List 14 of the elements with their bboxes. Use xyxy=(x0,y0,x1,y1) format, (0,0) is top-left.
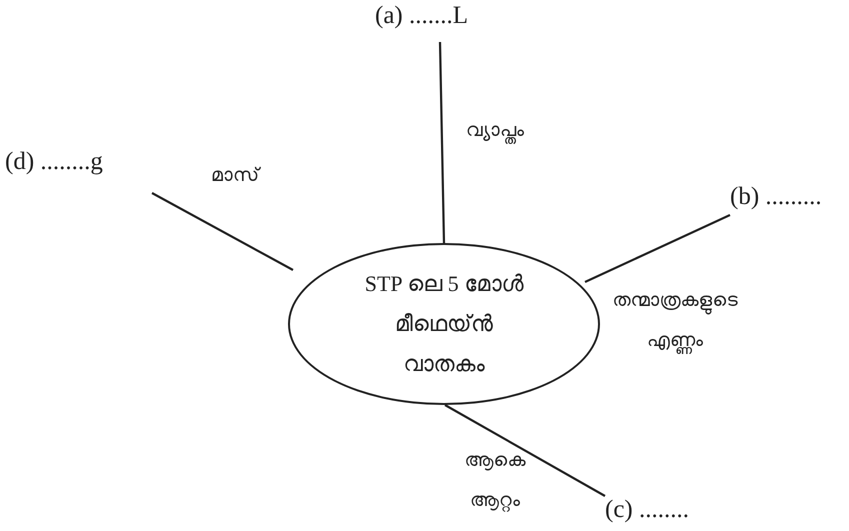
connector-line xyxy=(438,42,446,244)
edge-label: വ്യാപ്തം xyxy=(440,110,550,150)
blank-answer: (b) ......... xyxy=(730,183,847,217)
concept-ellipse xyxy=(288,243,600,405)
blank-answer: (c) ........ xyxy=(605,496,735,530)
connector-line xyxy=(584,214,730,283)
concept-text: STP ലെ 5 മോൾ മീഥെയ്ൻ വാതകം xyxy=(364,270,524,378)
edge-label: തന്മാത്രകളുടെ എണ്ണം xyxy=(600,280,750,360)
connector-line xyxy=(151,192,294,271)
connector-line xyxy=(444,404,606,497)
edge-label: ആകെ ആറ്റം xyxy=(464,448,527,514)
blank-answer: (a) .......L xyxy=(375,2,505,42)
blank-answer: (d) ........g xyxy=(5,148,155,194)
edge-label: മാസ് xyxy=(210,163,262,188)
